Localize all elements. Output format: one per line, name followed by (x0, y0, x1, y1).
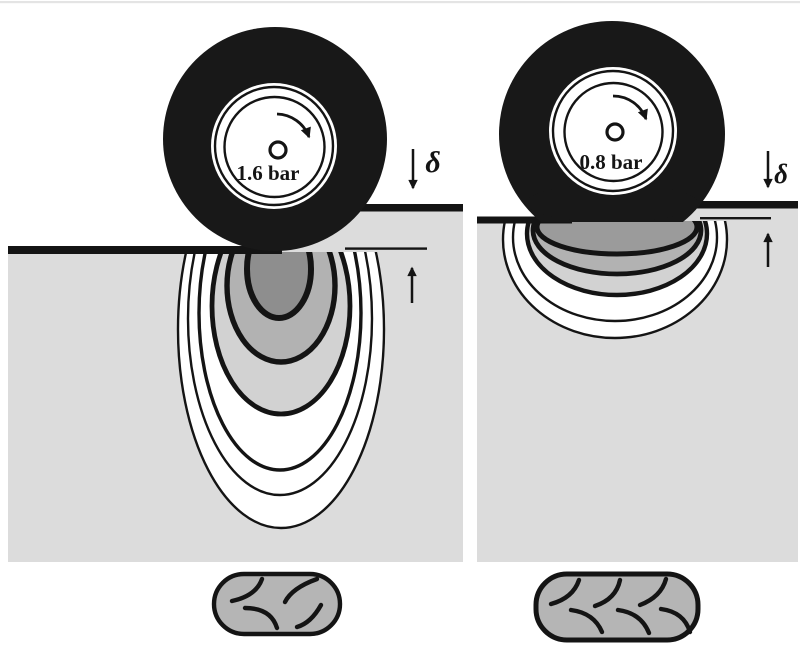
original-surface-line-right (640, 201, 798, 209)
sinkage-delta-label-right: δ (774, 159, 788, 189)
tread-marks-left (229, 576, 324, 631)
footprint-left (211, 571, 343, 637)
tread-mark (615, 607, 652, 636)
panel-high-pressure: δ 1.6 bar (8, 27, 463, 562)
pressure-bulbs-right (501, 221, 729, 340)
sinkage-dimension-right: δ (763, 151, 788, 267)
rotation-arrow-icon-right (612, 94, 648, 121)
isobar-left-1 (244, 252, 314, 321)
tread-mark (658, 606, 693, 635)
tread-mark (229, 576, 265, 604)
tread-mark (548, 577, 582, 607)
pressure-label-right: 0.8 bar (580, 150, 643, 174)
tread-mark (637, 576, 669, 608)
tyre-right-bulge (526, 184, 698, 222)
pressure-bulbs-left (176, 252, 386, 530)
panel-low-pressure: δ 0.8 bar (477, 21, 798, 562)
sinkage-dimension-left: δ (407, 146, 441, 303)
rim-right-inner-ring (563, 81, 664, 183)
tread-mark (282, 576, 320, 605)
rut-depth-tick-right (700, 217, 771, 220)
pressure-label-left: 1.6 bar (237, 161, 300, 185)
tread-mark (568, 607, 605, 635)
sinkage-delta-label-left: δ (425, 146, 440, 179)
tread-mark (294, 602, 324, 630)
footprint-right (533, 571, 701, 643)
rut-surface-line-right (477, 216, 572, 224)
top-border-line (0, 1, 800, 4)
tread-mark (242, 605, 280, 631)
rim-left-inner-ring (223, 95, 326, 199)
contact-patch-right (533, 571, 701, 643)
hub-left (268, 140, 288, 160)
rut-depth-tick-left (345, 247, 427, 250)
hub-right (605, 122, 625, 142)
rut-surface-line-left (8, 246, 282, 254)
isobar-right-1 (534, 221, 700, 257)
original-surface-line-left (336, 204, 463, 212)
tread-mark (592, 577, 623, 609)
tread-marks-right (548, 576, 693, 636)
rotation-arrow-icon-left (276, 112, 311, 139)
